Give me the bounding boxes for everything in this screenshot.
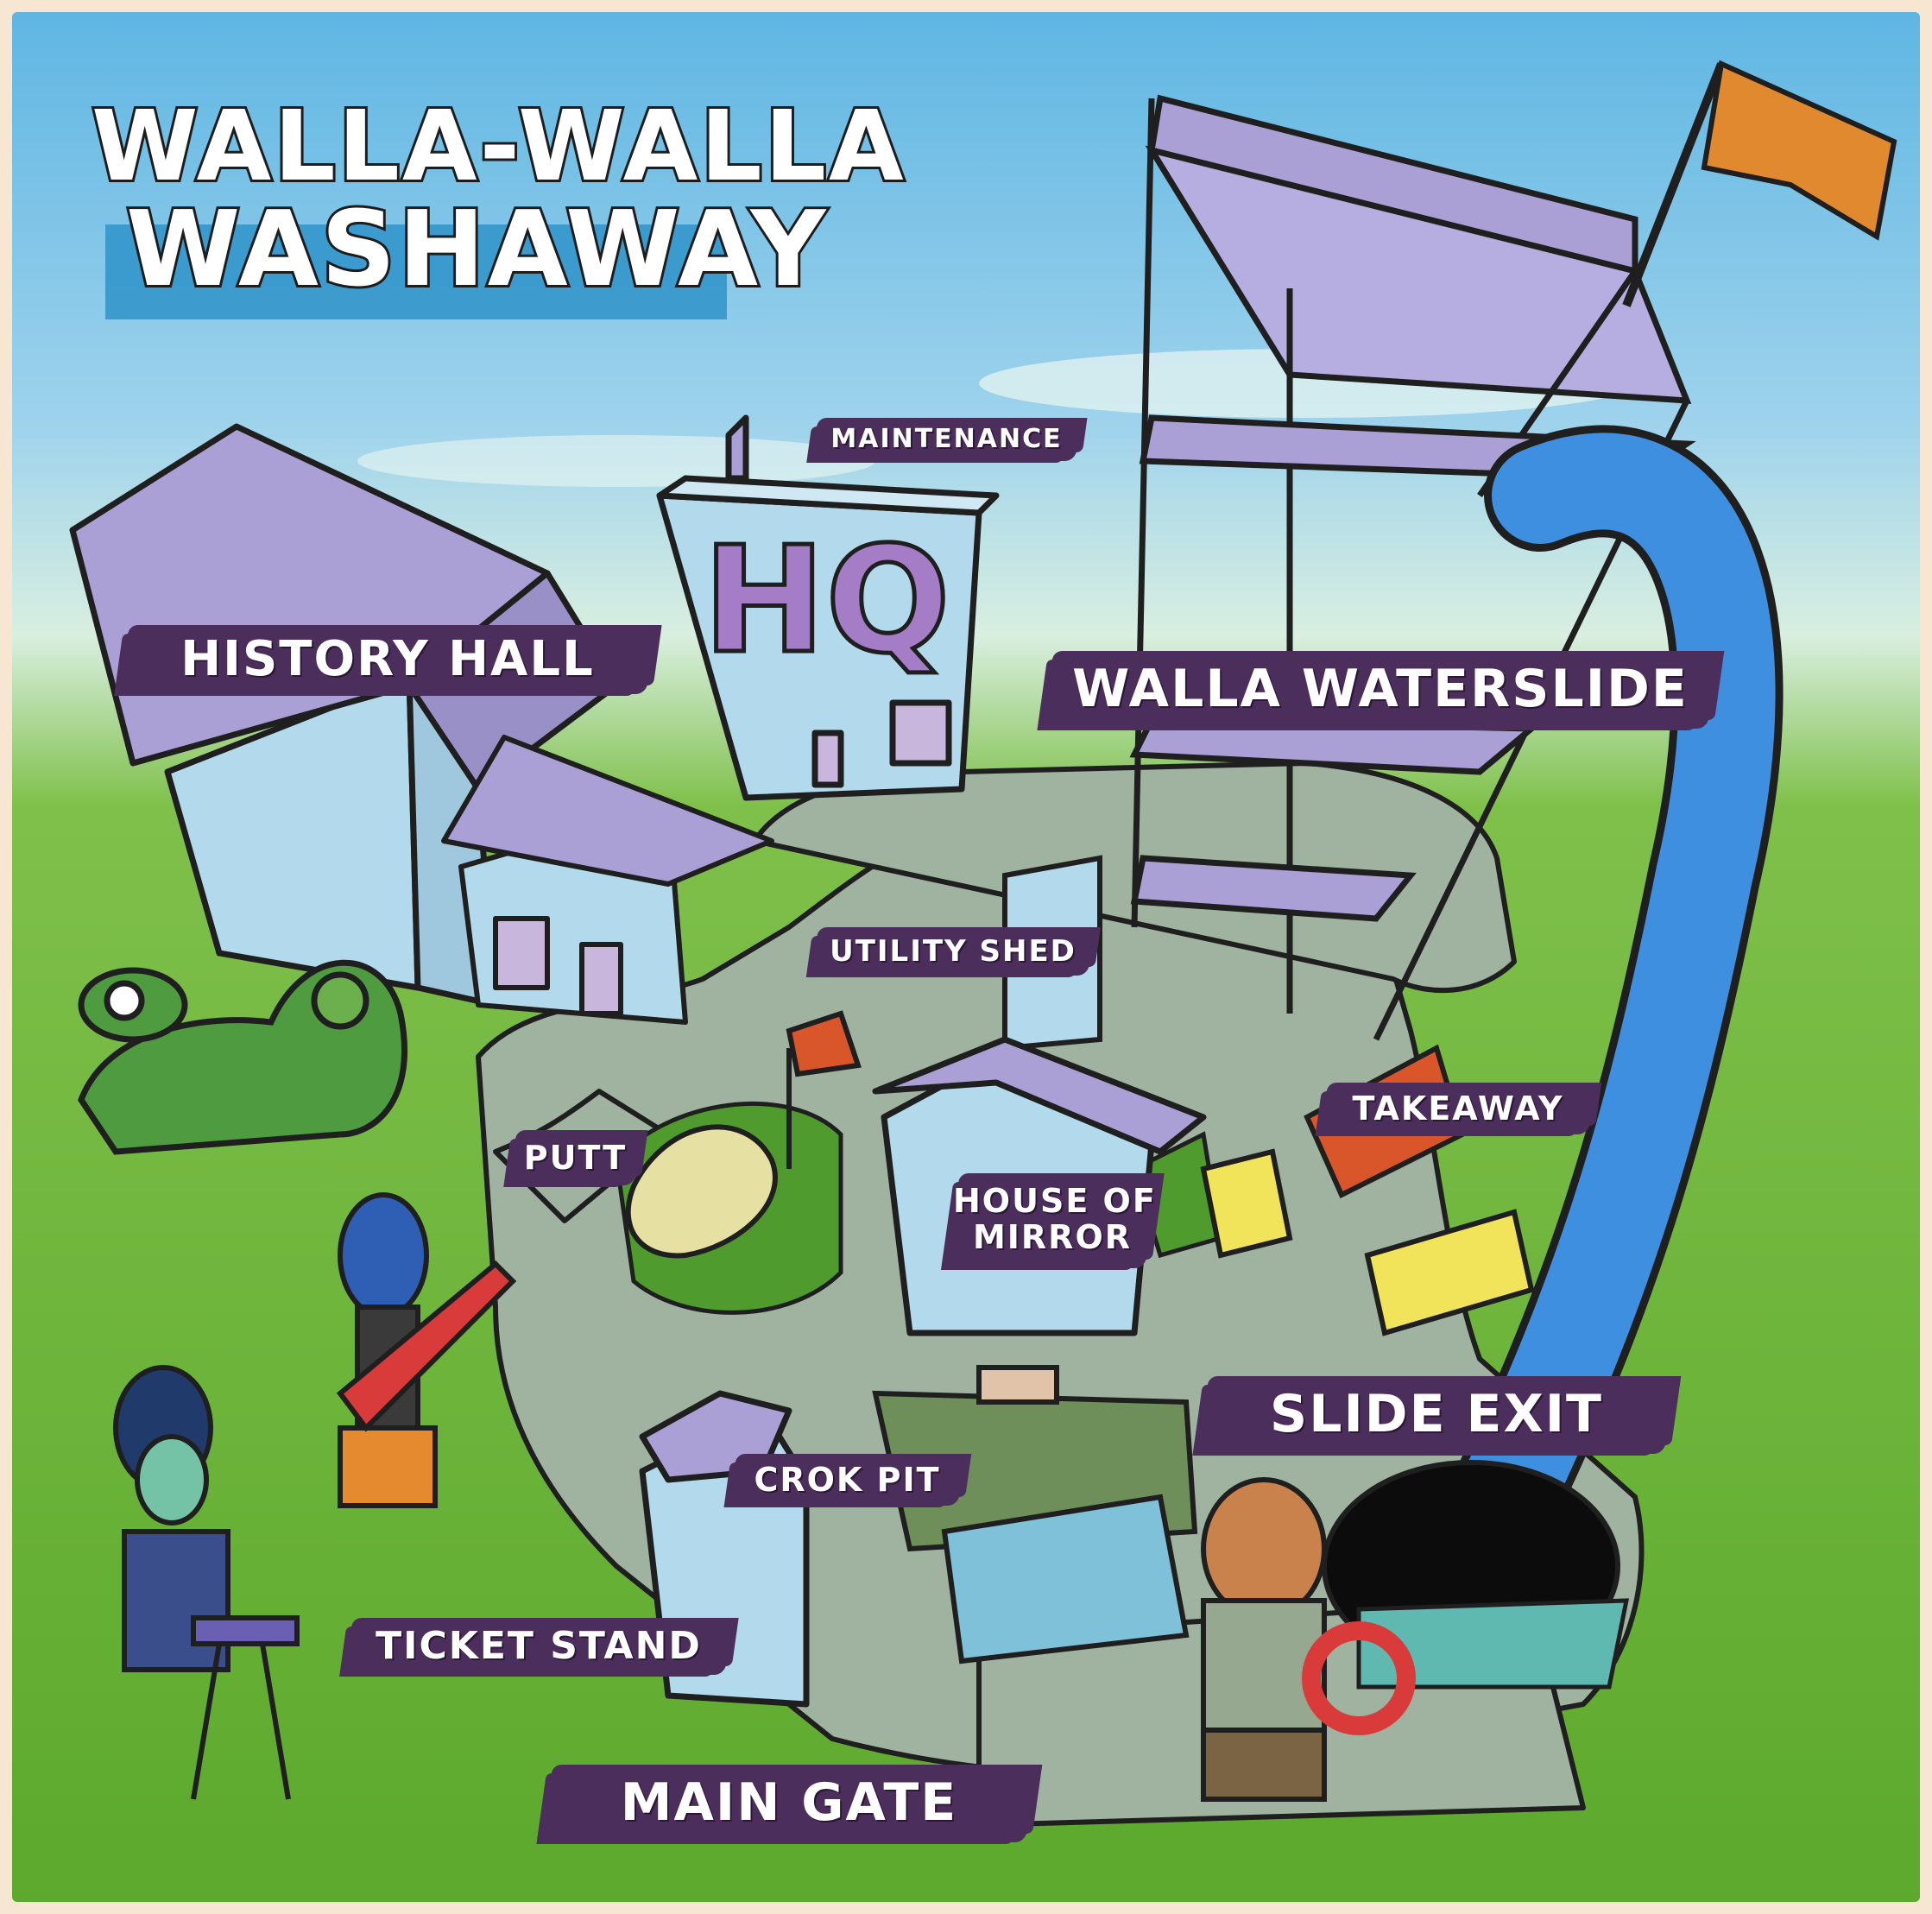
croc-keyboardist-character: [113, 1365, 300, 1800]
label-main-gate[interactable]: MAIN GATE: [541, 1765, 1037, 1842]
label-walla-waterslide[interactable]: WALLA WATERSLIDE: [1042, 651, 1719, 729]
hq-sign: HQ: [703, 515, 950, 686]
kangaroo-character: [1201, 1477, 1416, 1802]
label-history-hall[interactable]: HISTORY HALL: [119, 625, 656, 694]
crok-pit-pool: [872, 1365, 1198, 1664]
hq-building: [656, 414, 1000, 801]
park-map: HQ: [12, 12, 1920, 1902]
label-maintenance[interactable]: MAINTENANCE: [811, 418, 1082, 461]
putt-course: [625, 1010, 862, 1259]
label-crok-pit[interactable]: CROK PIT: [729, 1454, 966, 1506]
splash-pool: [1356, 1598, 1630, 1690]
crocodile-statue: [78, 959, 407, 1155]
park-title: WALLA-WALLA WASHAWAY: [89, 91, 906, 319]
small-house: [441, 735, 774, 1025]
label-house-of-mirror[interactable]: HOUSE OF MIRROR: [946, 1173, 1159, 1268]
cloud: [357, 435, 875, 487]
flag-pole: [1622, 62, 1726, 307]
label-takeaway[interactable]: TAKEAWAY: [1320, 1083, 1596, 1134]
title-band: [105, 224, 727, 319]
title-line-1: WALLA-WALLA: [89, 91, 906, 203]
label-putt[interactable]: PUTT: [508, 1130, 642, 1185]
label-ticket-stand[interactable]: TICKET STAND: [344, 1618, 733, 1675]
title-line-2: WASHAWAY: [123, 190, 829, 310]
label-utility-shed[interactable]: UTILITY SHED: [811, 927, 1095, 976]
flag-icon: [1701, 60, 1897, 241]
label-slide-exit[interactable]: SLIDE EXIT: [1197, 1376, 1676, 1454]
waterslide-tower: [1129, 94, 1696, 1041]
bird-guitarist-character: [336, 1192, 517, 1508]
